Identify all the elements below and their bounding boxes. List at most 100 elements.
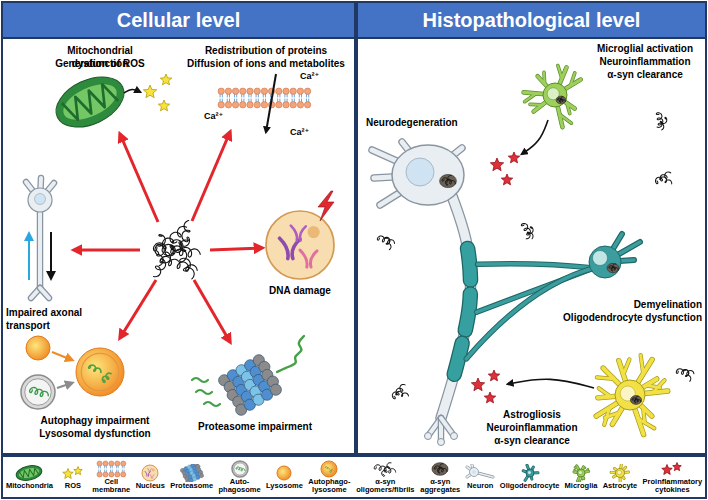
legend-swatch [656,460,688,478]
cell-process [623,359,629,374]
legend-item: Autophago- lysosome [306,460,352,495]
lipid-head [297,88,303,94]
cell-process [599,388,611,396]
legend-item: α-syn aggregates [418,460,462,495]
annotation-label: α-syn clearance [470,434,594,447]
lysosome [277,466,291,480]
mito-inner [58,77,122,127]
protein-fragment [192,378,208,382]
cell-process-outline [630,395,644,435]
legend-label: Lysosome [264,482,304,491]
fibril [29,386,49,398]
lipid-head [240,102,246,108]
cell-process [570,73,574,86]
mitochondrion [48,67,132,137]
cristae [62,81,118,123]
cell-process-outline [558,66,562,79]
fibril [610,263,616,271]
myelin-sheath [465,294,470,330]
cell-process [604,408,610,425]
star-symbol [662,464,672,474]
cristae [20,467,40,478]
lipid-head [97,471,102,476]
cell-nucleus [617,470,622,475]
cell-process-outline [623,359,629,374]
label-box: Neurodegeneration [366,116,506,129]
star-symbol [484,392,495,403]
legend-label: Nucleus [134,482,167,491]
legend-item: Oligodendrocyte [498,464,561,491]
cell-process [560,114,572,123]
label-box: Ca²⁺ [290,126,320,138]
fibril-cluster [150,220,201,281]
glial-cell [523,465,538,480]
chromosome [291,226,306,241]
legend-swatch [268,464,300,482]
synaptic-bouton [451,433,458,440]
lipid-head [232,102,238,108]
star-symbol [158,100,169,111]
cell-process-outline [643,408,644,422]
lipid-head [261,88,267,94]
glial-cell [596,355,668,434]
aggregate [630,396,641,405]
legend-swatch [565,464,597,482]
label-box: Impaired axonal transport [6,306,116,332]
star-symbol [501,174,512,185]
aggregate [440,174,457,187]
legend-swatch [13,464,45,482]
lipid-head [109,471,114,476]
label-box: α-syn clearance [470,434,594,447]
label-box: Redistribution of proteins [180,44,352,57]
annotation-label: Proteasome impairment [185,420,325,433]
label-box: Diffusion of ions and metabolites [180,57,352,70]
lipid-head [97,461,102,466]
legend-item: Microglia [563,464,599,491]
label-box: Neuroinflammation [470,421,594,434]
legend-label: Cell membrane [91,478,132,495]
legend-label: Mitochondria [4,482,55,491]
neurite-outline [37,210,44,288]
myelin-sheath-outline [468,248,471,280]
neurite [38,210,42,288]
lysosome [26,336,50,360]
annotation-label: Generation of ROS [40,57,160,70]
oligodendrocyte [466,234,640,359]
cell-nucleus [406,158,434,186]
annotation-label: Microglial activation [588,42,702,55]
cell-process [630,395,644,435]
legend-label: Oligodendrocyte [498,482,561,491]
aggregate [432,462,448,475]
lysosome [76,348,124,396]
cell-process [525,93,537,101]
lipid-head [276,102,282,108]
fibril [683,369,691,383]
cell-process [597,377,614,378]
inner-membrane [25,379,52,406]
star-symbol [74,466,83,474]
star-symbol [143,85,156,98]
lipid-head [297,102,303,108]
lysosome [321,461,337,477]
lipid-head [254,88,260,94]
fibril [101,372,113,383]
arrow [120,280,156,338]
lipid-head [290,102,296,108]
arrow [52,352,72,360]
legend-item: Cell membrane [91,460,132,495]
arrow [266,74,276,132]
lipid-head [115,471,120,476]
neuron [372,142,471,446]
cell-body [615,380,645,410]
ion-label: Ca²⁺ [300,70,330,82]
panel-heading: Cellular level [3,3,354,39]
soma [28,188,52,212]
nucleus [142,465,158,481]
myelin-sheath-outline [465,294,470,330]
fibril [434,465,448,473]
annotation-label: Impaired axonal transport [6,306,116,332]
legend-swatch [95,460,127,478]
cell-process [586,469,588,472]
star-symbol [508,152,519,163]
